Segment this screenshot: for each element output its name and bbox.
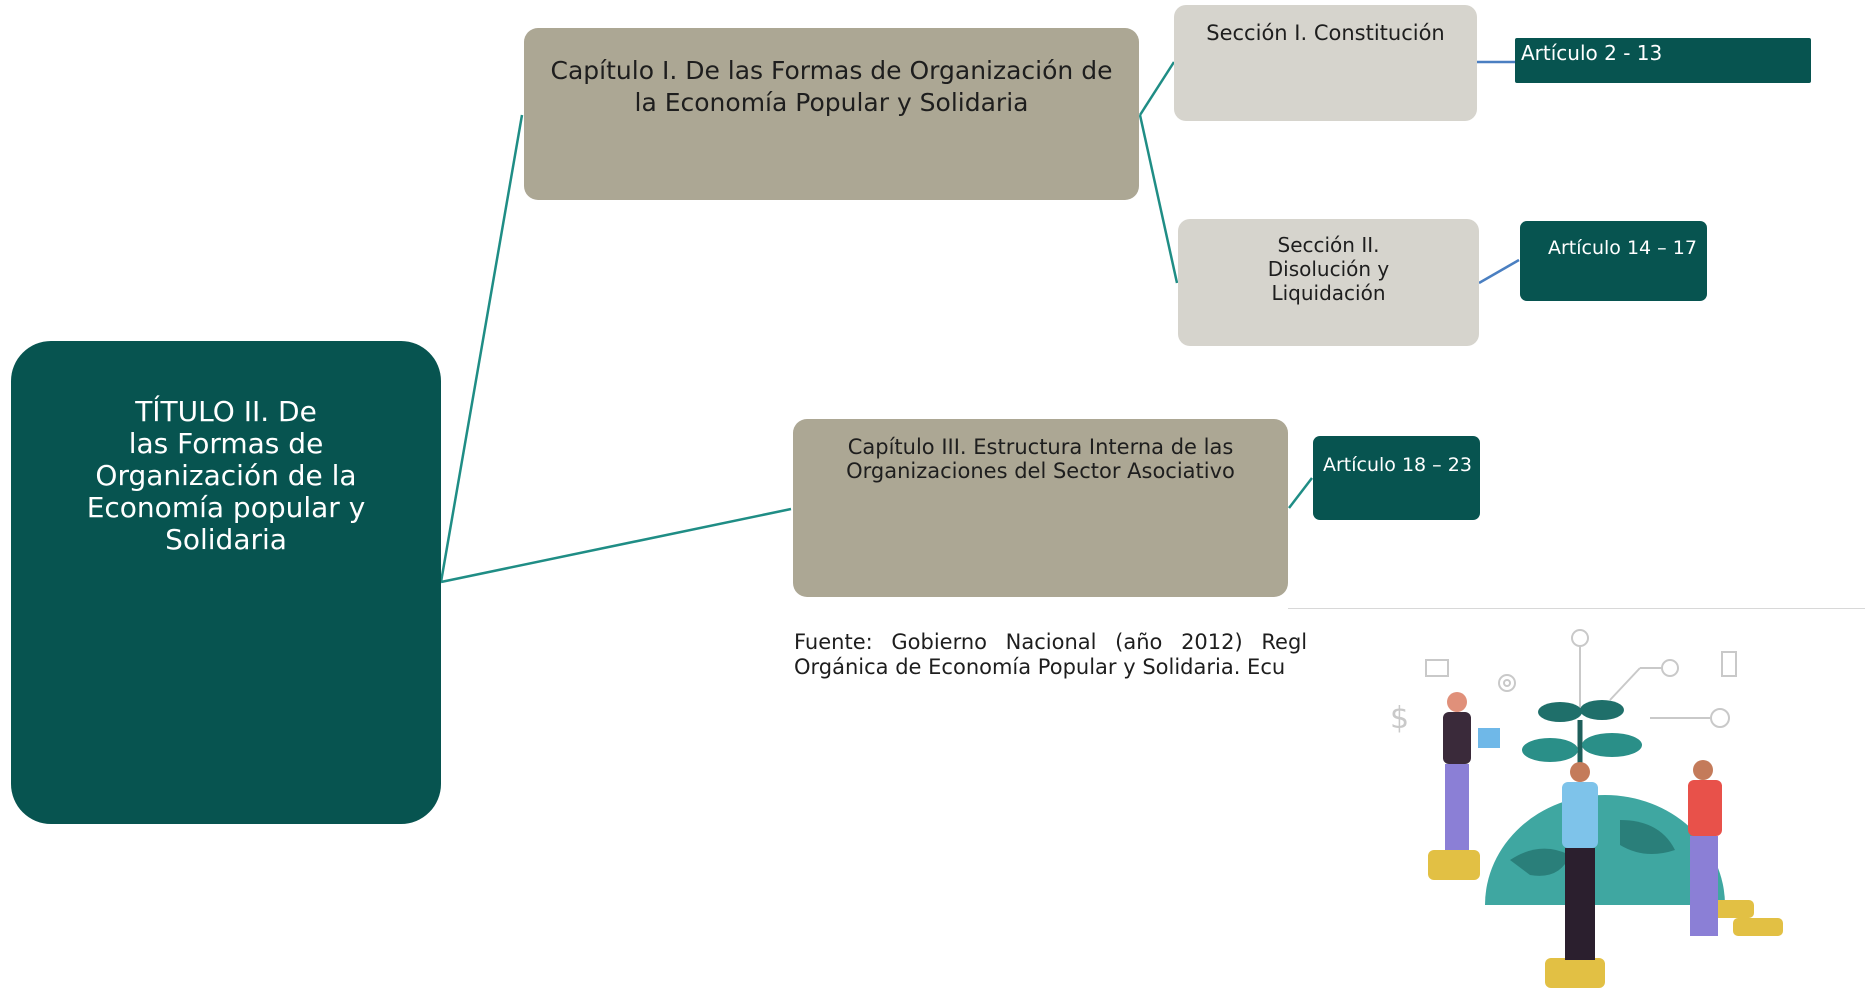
root-line-2: las Formas de <box>128 427 324 460</box>
sec2-line-2: Disolución y <box>1267 257 1390 281</box>
sec2-line-3: Liquidación <box>1271 281 1386 305</box>
root-line-5: Solidaria <box>165 523 287 556</box>
root-line-4: Economía popular y <box>86 491 366 524</box>
svg-text:$: $ <box>1390 701 1409 736</box>
node-articulo-14-17: Artículo 14 – 17 <box>1520 221 1707 301</box>
divider-line <box>1288 608 1865 609</box>
root-line-3: Organización de la <box>95 459 357 492</box>
node-articulo-2-13: Artículo 2 - 13 <box>1515 38 1811 83</box>
source-citation: Fuente: Gobierno Nacional (año 2012) Reg… <box>794 630 1308 680</box>
connector-root-cap1 <box>439 114 524 583</box>
connector-cap1-sec2 <box>1138 114 1179 284</box>
connector-root-cap3 <box>440 507 792 584</box>
connector-cap3-art3 <box>1288 477 1313 509</box>
node-capitulo-i: Capítulo I. De las Formas de Organizació… <box>524 28 1139 200</box>
node-titulo-ii: TÍTULO II. De las Formas de Organización… <box>11 341 441 824</box>
node-seccion-i: Sección I. Constitución <box>1174 5 1477 121</box>
node-capitulo-iii: Capítulo III. Estructura Interna de las … <box>793 419 1288 597</box>
node-articulo-18-23: Artículo 18 – 23 <box>1313 436 1480 520</box>
sec2-line-1: Sección II. <box>1277 233 1380 257</box>
connector-sec2-art2 <box>1478 258 1520 285</box>
source-line-1: Fuente: Gobierno Nacional (año 2012) Reg… <box>794 630 1308 654</box>
connector-cap1-sec1 <box>1138 61 1176 116</box>
node-seccion-ii: Sección II. Disolución y Liquidación <box>1178 219 1479 346</box>
root-line-1: TÍTULO II. De <box>135 395 317 428</box>
source-line-2: Orgánica de Economía Popular y Solidaria… <box>794 655 1286 679</box>
